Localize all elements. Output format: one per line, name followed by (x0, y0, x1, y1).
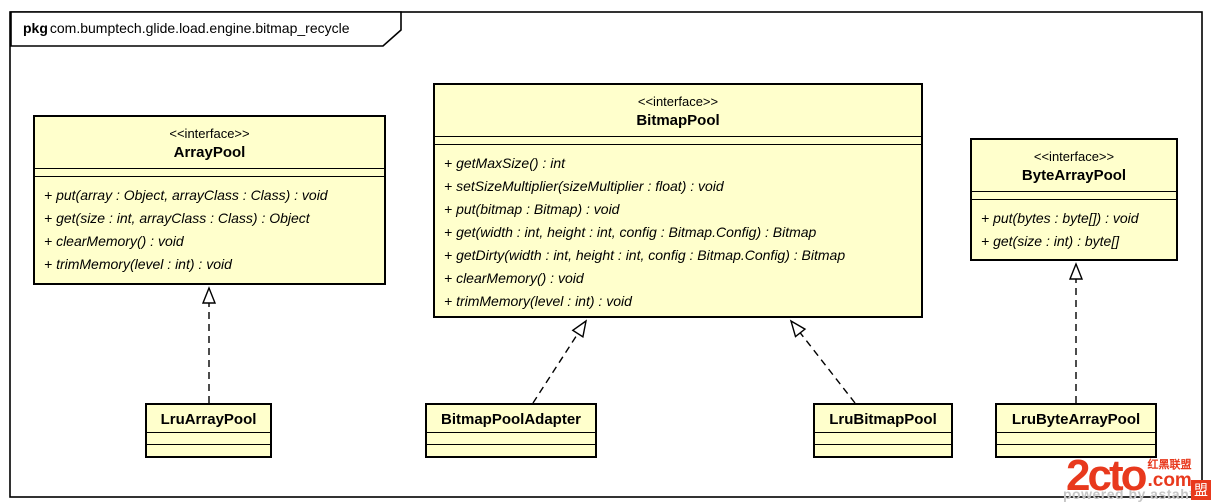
2cto-logo-text: 2cto (1066, 451, 1148, 500)
interface-header: <<interface>> ByteArrayPool (972, 140, 1176, 191)
method-signature: + get(size : int, arrayClass : Class) : … (44, 210, 310, 226)
method-signature: + setSizeMultiplier(sizeMultiplier : flo… (444, 178, 724, 194)
interface-box-bitmappool: <<interface>> BitmapPool + getMaxSize() … (433, 83, 923, 318)
attributes-compartment (997, 432, 1155, 444)
stereotype-label: <<interface>> (169, 126, 250, 141)
2cto-logo-stack: 红黑联盟 .com (1147, 455, 1191, 491)
class-name: BitmapPoolAdapter (440, 411, 581, 428)
method-signature: + trimMemory(level : int) : void (444, 293, 632, 309)
method-signature: + get(size : int) : byte[] (981, 233, 1120, 249)
interface-header: <<interface>> BitmapPool (435, 85, 921, 136)
attributes-compartment (147, 432, 270, 444)
method-signature: + put(bitmap : Bitmap) : void (444, 201, 620, 217)
interface-box-bytearraypool: <<interface>> ByteArrayPool + put(bytes … (970, 138, 1178, 261)
class-name: LruBitmapPool (829, 411, 937, 428)
2cto-logo: 2cto 红黑联盟 .com (1066, 451, 1192, 500)
domain-text: .com (1147, 470, 1192, 491)
method-signature: + put(bytes : byte[]) : void (981, 210, 1139, 226)
package-name: com.bumptech.glide.load.engine.bitmap_re… (49, 20, 350, 36)
interface-name: ArrayPool (173, 144, 246, 161)
class-box-bitmappooladapter: BitmapPoolAdapter (425, 403, 597, 458)
class-box-lrubytearraypool: LruByteArrayPool (995, 403, 1157, 458)
methods-compartment: + getMaxSize() : int + setSizeMultiplier… (435, 145, 921, 313)
attributes-compartment (815, 432, 951, 444)
method-signature: + clearMemory() : void (444, 270, 584, 286)
realization-arrow-bitmappooladapter-bitmappool (532, 319, 588, 404)
method-signature: + get(width : int, height : int, config … (444, 224, 817, 240)
package-keyword: pkg (23, 20, 48, 36)
seal-icon: 盟 (1191, 480, 1211, 500)
method-signature: + getDirty(width : int, height : int, co… (444, 247, 846, 263)
methods-compartment (427, 444, 595, 456)
methods-compartment: + put(array : Object, arrayClass : Class… (35, 177, 384, 276)
attributes-compartment (972, 191, 1176, 200)
class-box-lrubitmappool: LruBitmapPool (813, 403, 953, 458)
method-signature: + getMaxSize() : int (444, 155, 565, 171)
methods-compartment: + put(bytes : byte[]) : void + get(size … (972, 200, 1176, 253)
class-box-lruarraypool: LruArrayPool (145, 403, 272, 458)
methods-compartment (147, 444, 270, 456)
method-signature: + clearMemory() : void (44, 233, 184, 249)
interface-name: BitmapPool (636, 112, 720, 129)
realization-arrow-lrubitmappool-bitmappool (789, 319, 856, 404)
method-signature: + put(array : Object, arrayClass : Class… (44, 187, 328, 203)
methods-compartment (815, 444, 951, 456)
class-name: LruByteArrayPool (1011, 411, 1141, 428)
watermark-2cto: powered by astah* 2cto 红黑联盟 .com 盟 (1060, 453, 1212, 504)
class-name: LruArrayPool (160, 411, 257, 428)
interface-name: ByteArrayPool (1021, 167, 1127, 184)
attributes-compartment (435, 136, 921, 145)
attributes-compartment (427, 432, 595, 444)
stereotype-label: <<interface>> (637, 94, 719, 109)
stereotype-label: <<interface>> (1033, 149, 1115, 164)
interface-box-arraypool: <<interface>> ArrayPool + put(array : Ob… (33, 115, 386, 285)
interface-header: <<interface>> ArrayPool (35, 117, 384, 168)
attributes-compartment (35, 168, 384, 177)
method-signature: + trimMemory(level : int) : void (44, 256, 232, 272)
